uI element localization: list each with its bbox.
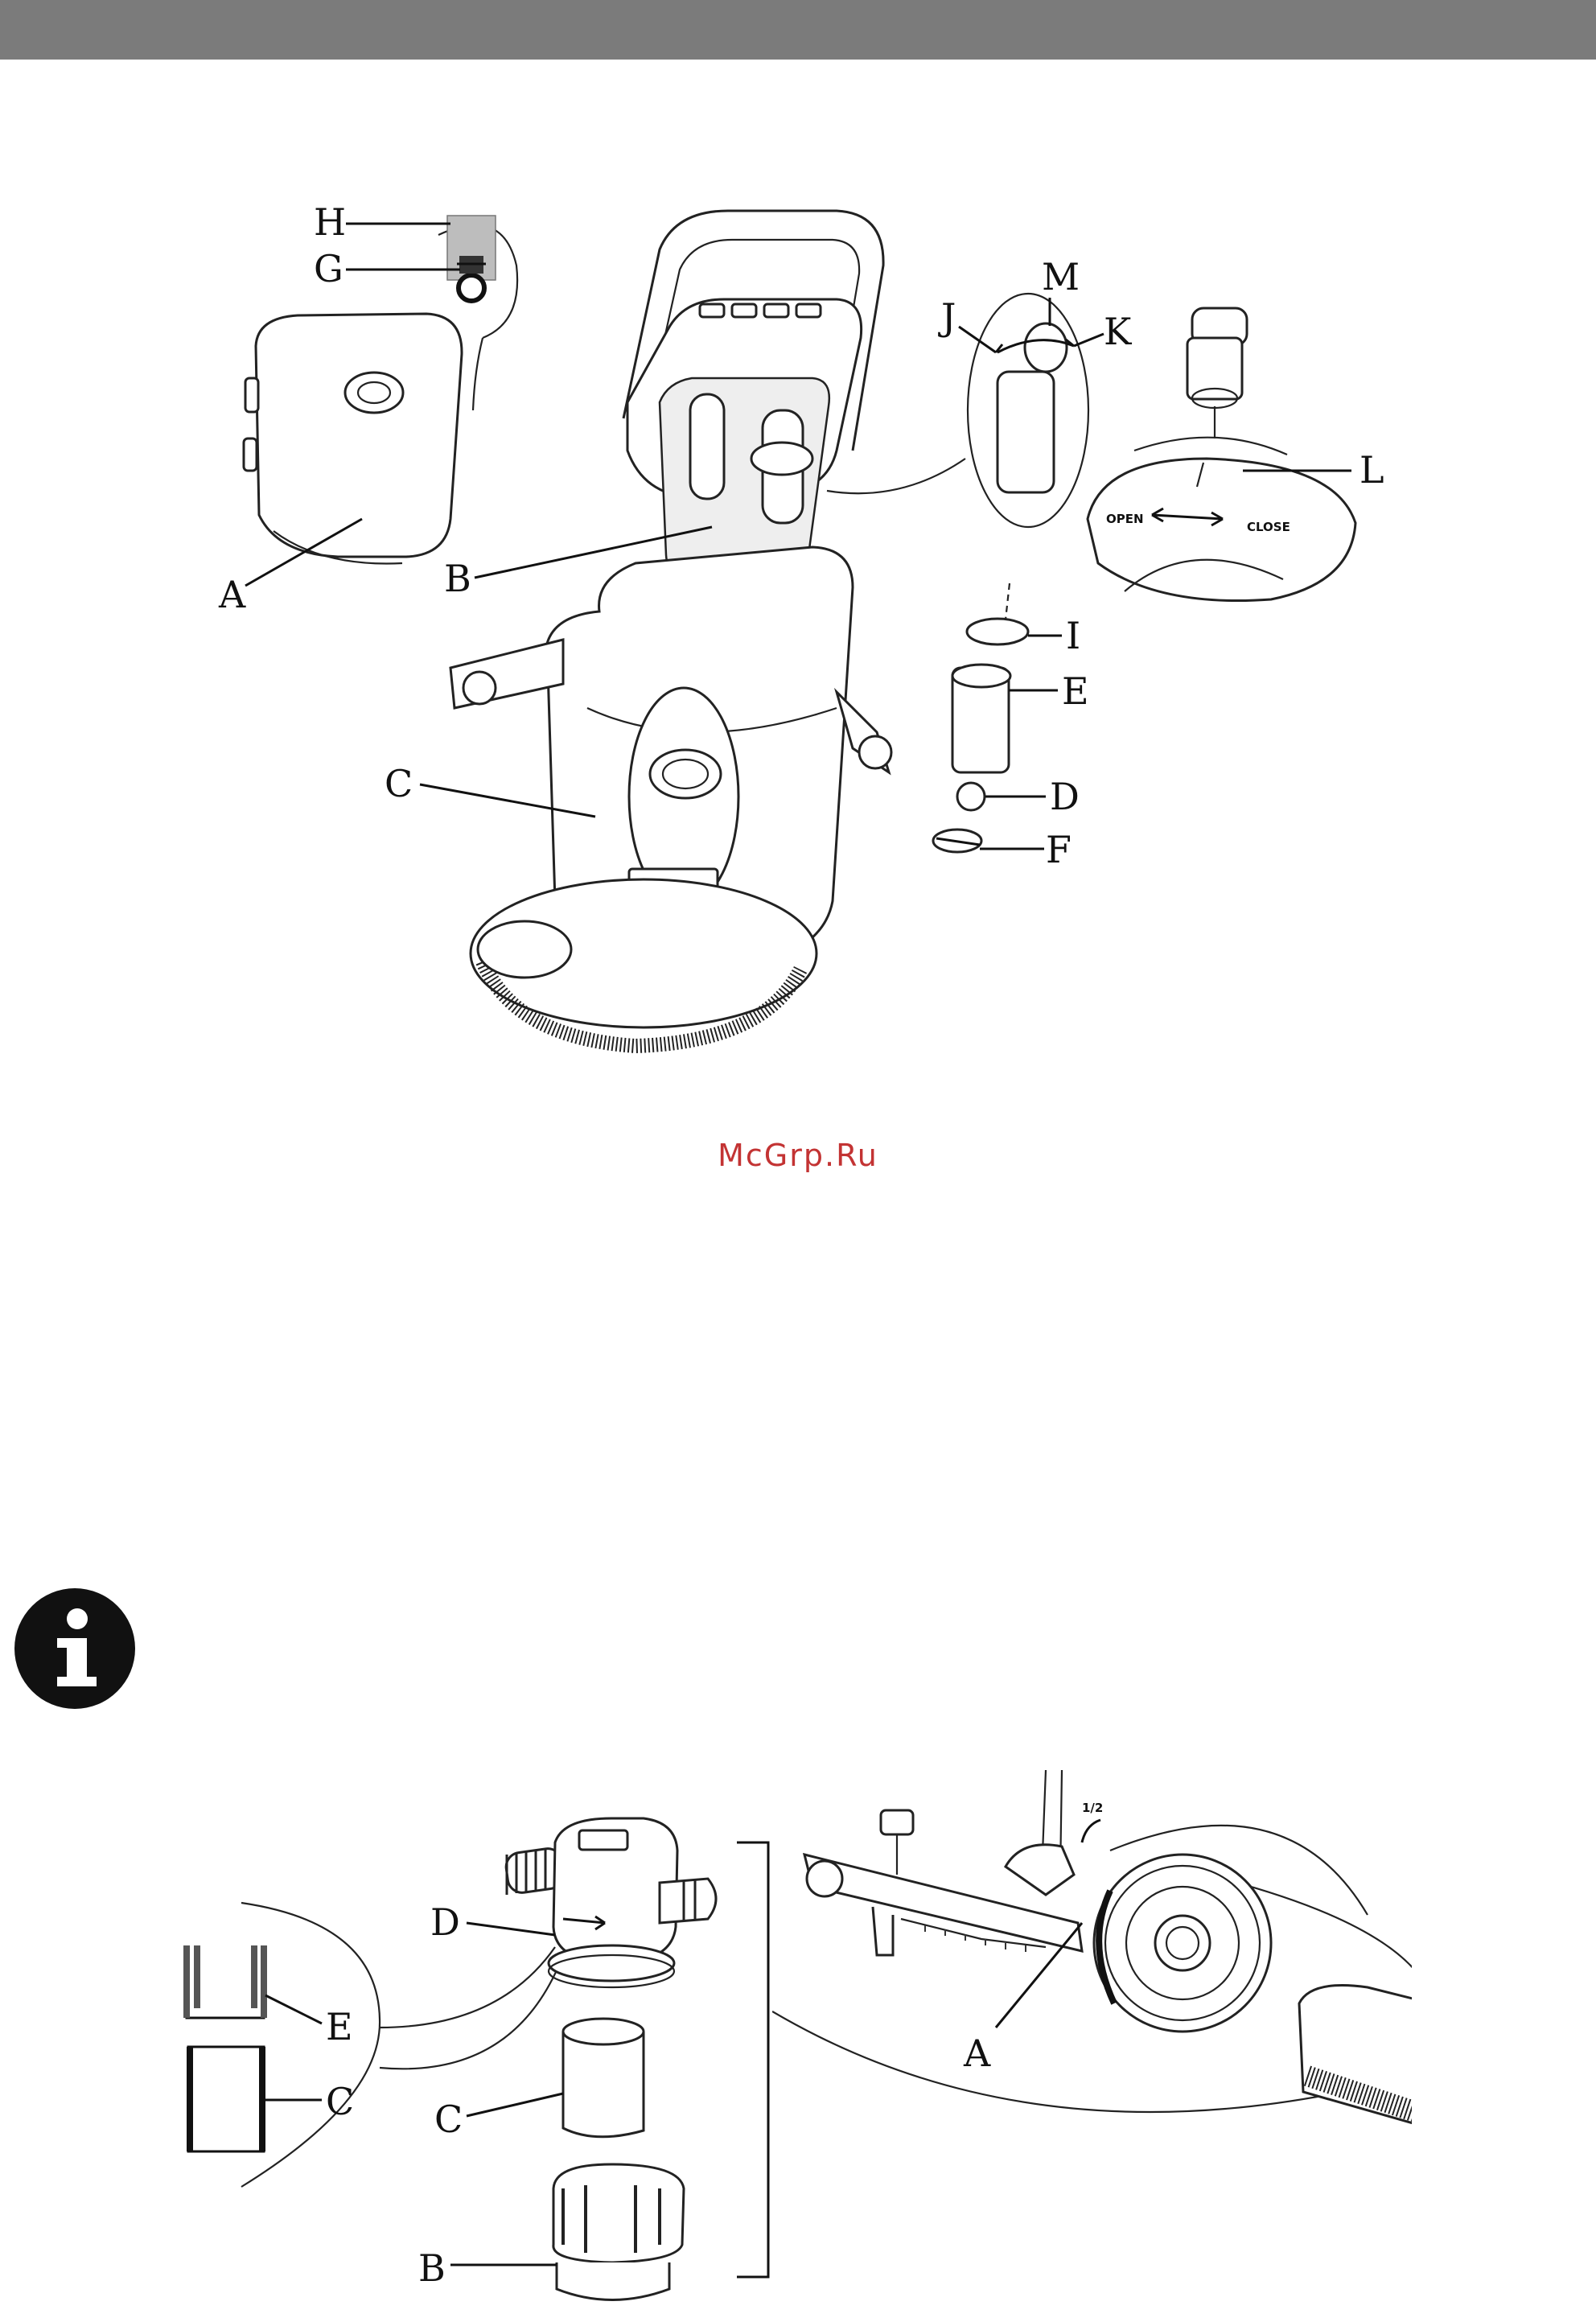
label-bottom-right-a: A [963, 2032, 991, 2075]
fraction-text: 1/2 [1082, 1801, 1103, 1815]
